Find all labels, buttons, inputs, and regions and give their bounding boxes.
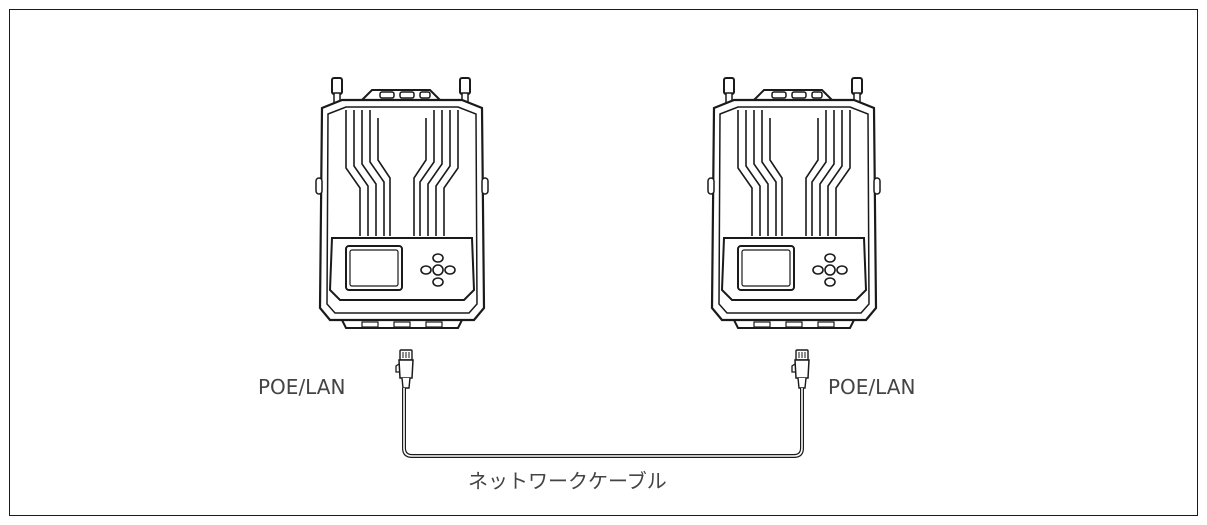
- rj45-plug-icon: [791, 349, 810, 389]
- network-cable: [402, 388, 804, 458]
- receiver-device-icon: [706, 76, 882, 330]
- diagram-frame: [9, 9, 1198, 516]
- left-port-label: POE/LAN: [258, 375, 346, 399]
- transmitter-device-icon: [314, 76, 490, 330]
- cable-label: ネットワークケーブル: [468, 469, 667, 493]
- right-port-label: POE/LAN: [828, 375, 916, 399]
- rj45-plug-icon: [395, 349, 414, 389]
